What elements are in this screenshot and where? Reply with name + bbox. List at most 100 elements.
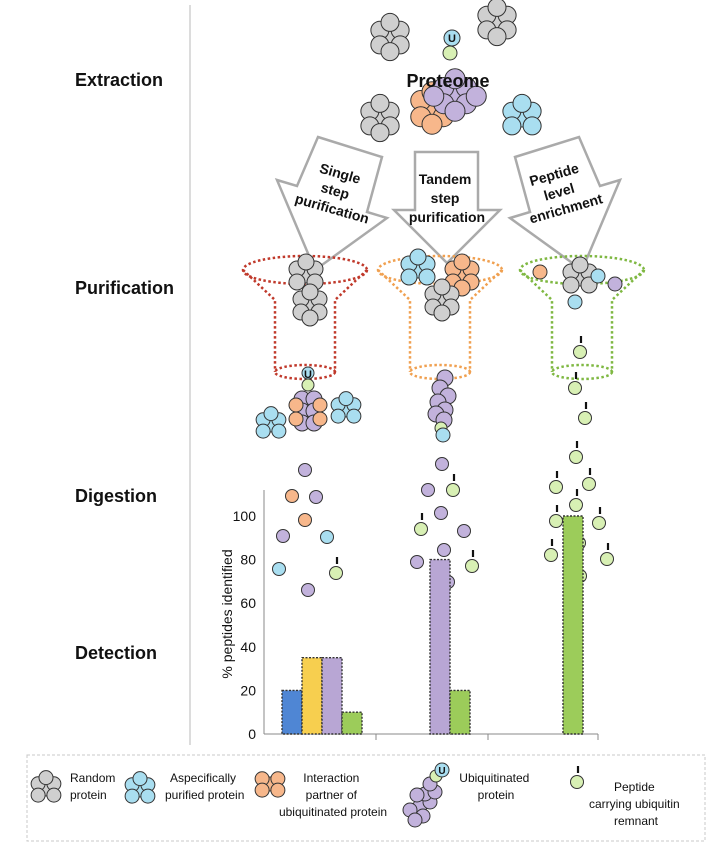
legend-aspecific-icon xyxy=(124,771,156,804)
ubiquitinated-protein-cluster xyxy=(423,68,487,122)
peptide-ub-remnant-sphere xyxy=(569,450,583,464)
ubiquitin-link-sphere xyxy=(442,45,458,61)
random-protein-cluster-sphere xyxy=(562,276,580,294)
peptide-ub-remnant-sphere xyxy=(569,498,583,512)
x-ticks xyxy=(375,734,599,740)
peptide-ub-remnant xyxy=(414,513,428,536)
peptide-ub-remnant-sphere xyxy=(582,477,596,491)
legend-icons: U xyxy=(30,762,584,828)
peptide-ub-remnant-sphere xyxy=(573,345,587,359)
legend-random-label: Random protein xyxy=(70,771,119,802)
digested-fragment xyxy=(437,543,451,557)
legend-aspecific-icon-sphere xyxy=(140,788,156,804)
aspecific-protein-cluster-sphere xyxy=(522,116,542,136)
random-protein-cluster-sphere xyxy=(297,253,315,271)
legend-ubiquitin-sphere xyxy=(434,762,450,778)
legend-peptide-icon xyxy=(570,766,584,789)
interaction-partner-cluster xyxy=(444,253,480,297)
y-tick-label: 80 xyxy=(240,552,256,568)
random-protein-cluster-sphere xyxy=(370,93,390,113)
aspecific-protein-cluster-sphere xyxy=(346,408,362,424)
aspecific-protein-cluster-sphere xyxy=(512,93,532,113)
digested-fragment xyxy=(320,530,334,544)
ubiquitinated-protein-single-partner xyxy=(312,397,328,413)
peptide-level-arrow: Peptide level enrichment xyxy=(507,135,623,272)
bar-peptide-1 xyxy=(449,689,471,735)
aspecific-protein-cluster-sphere xyxy=(400,268,418,286)
random-protein-cluster-sphere xyxy=(288,273,306,291)
ubiquitinated-protein-tandem xyxy=(427,369,457,443)
random-protein-cluster-sphere xyxy=(380,42,400,62)
digested-fragment xyxy=(301,583,315,597)
ubiquitinated-sphere xyxy=(607,276,623,292)
legend-box xyxy=(26,754,706,842)
ubiquitinated-protein-single-partner xyxy=(288,397,304,413)
stage-label-detection: Detection xyxy=(75,643,157,663)
legend-interaction-label: Interaction partner of ubiquitinated pro… xyxy=(279,771,387,819)
legend-aspecific-icon-sphere xyxy=(124,788,140,804)
random-protein-cluster-sphere xyxy=(301,283,319,301)
y-tick-label: 40 xyxy=(240,639,256,655)
digested-fragment xyxy=(457,524,471,538)
legend-ubiquitinated-label: Ubiquitinated protein xyxy=(459,771,532,802)
single-step-arrow: Single step purification xyxy=(274,135,390,272)
aspecific-protein-cluster xyxy=(502,93,542,136)
aspecific-protein-cluster xyxy=(330,391,362,424)
aspecific-protein-cluster-sphere xyxy=(330,408,346,424)
bar-ubiquitinated-0 xyxy=(321,657,343,735)
ubiquitinated-protein-single-partner xyxy=(288,411,304,427)
legend-interaction-icon-sphere xyxy=(254,782,270,798)
random-protein-cluster xyxy=(424,278,460,322)
bar-peptide-2 xyxy=(562,515,584,735)
bar-peptide-0 xyxy=(341,711,363,735)
interaction-partner-cluster-sphere xyxy=(421,113,443,135)
legend-aspecific-icon-sphere xyxy=(132,771,148,787)
peptide-ub-remnant-sphere xyxy=(578,411,592,425)
legend-random-icon-sphere xyxy=(46,787,62,803)
proteome-cluster: U xyxy=(360,0,542,143)
legend-random-icon-sphere xyxy=(38,770,54,786)
y-tick-label: 100 xyxy=(233,508,257,524)
digested-fragment xyxy=(298,513,312,527)
peptide-ub-remnant xyxy=(582,468,596,491)
y-tick-label: 20 xyxy=(240,682,256,698)
aspecific-protein-cluster-sphere xyxy=(271,423,287,439)
random-protein-cluster-sphere xyxy=(487,0,507,17)
bar-ubiquitinated-1 xyxy=(429,558,451,735)
peptide-ub-remnant-sphere xyxy=(568,381,582,395)
legend-aspecific-label: Aspecifically purified protein xyxy=(165,771,244,802)
peptide-ub-remnant-sphere xyxy=(414,522,428,536)
random-protein-cluster-sphere xyxy=(487,27,507,47)
ubiquitinated-protein-single-partner xyxy=(312,411,328,427)
peptide-ub-remnant xyxy=(549,505,563,528)
digested-fragment xyxy=(421,483,435,497)
legend-peptide-icon-sphere xyxy=(570,775,584,789)
ubiquitinated-protein-single-u-letter: U xyxy=(304,369,312,381)
random-protein-cluster xyxy=(370,12,410,62)
peptide-ub-remnant xyxy=(544,539,558,562)
peptide-ub-remnant-sphere xyxy=(549,514,563,528)
peptide-ub-remnant-sphere xyxy=(549,480,563,494)
digested-fragment xyxy=(410,555,424,569)
random-protein-cluster-sphere xyxy=(433,278,451,296)
aspecific-protein-cluster-sphere xyxy=(418,268,436,286)
digested-fragment xyxy=(435,457,449,471)
ubiquitinated-protein-single: U xyxy=(288,366,328,432)
bar-random-0 xyxy=(281,689,303,735)
random-protein-cluster xyxy=(292,283,328,327)
peptide-ub-remnant xyxy=(465,550,479,573)
tandem-step-label-3: purification xyxy=(409,209,485,225)
ubiquitin-sphere xyxy=(435,427,451,443)
ubiquitinated-protein-cluster-sphere xyxy=(444,100,466,122)
y-tick-label: 60 xyxy=(240,595,256,611)
y-axis-label: % peptides identified xyxy=(219,549,235,678)
aspecific-protein-cluster-sphere xyxy=(338,391,354,407)
single-step-label-2: step xyxy=(319,179,351,202)
aspecific-protein-cluster xyxy=(255,406,287,439)
peptide-ub-remnant xyxy=(549,471,563,494)
ubiquitinated-protein-cluster-sphere xyxy=(465,85,487,107)
peptide-ub-remnant xyxy=(446,474,460,497)
